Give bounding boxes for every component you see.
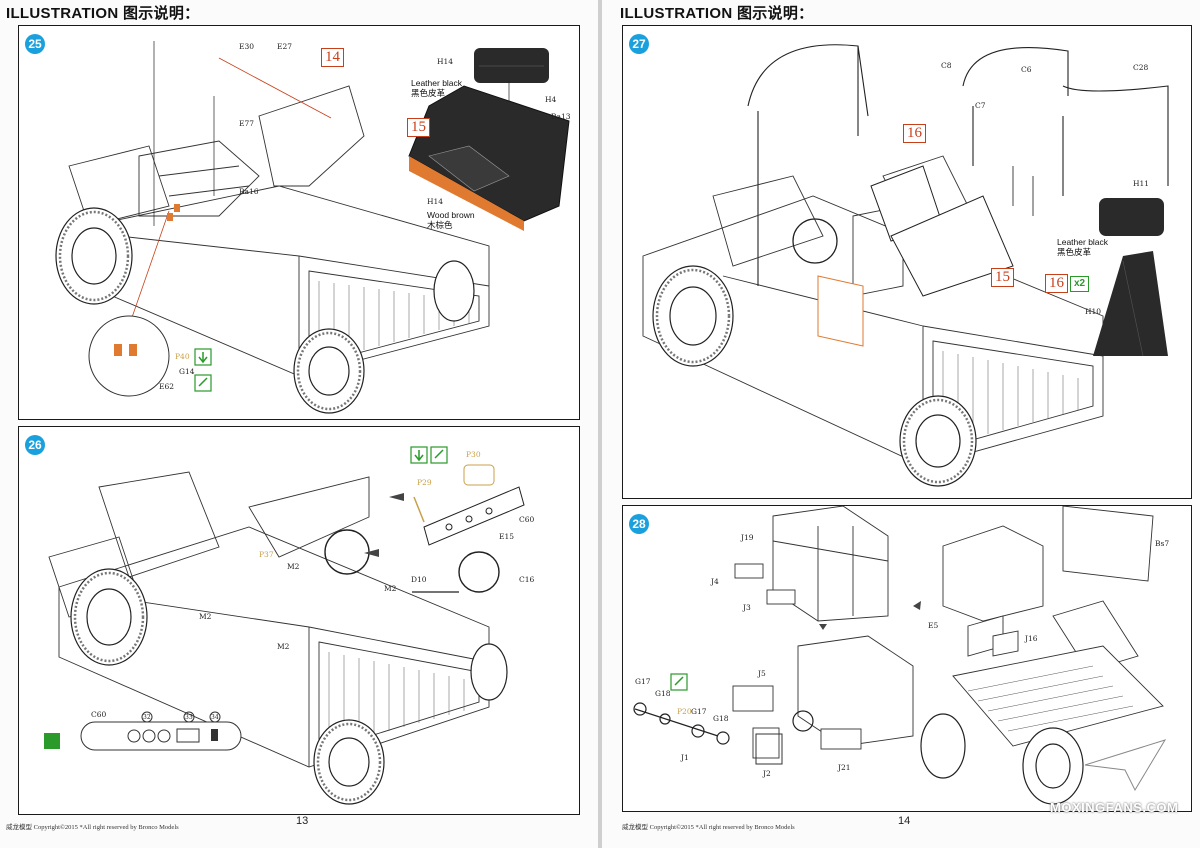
decal-number: 33 xyxy=(185,714,193,721)
page-title: ILLUSTRATION 图示说明： xyxy=(6,5,200,22)
part-label: E15 xyxy=(499,532,514,541)
right-page: ILLUSTRATION 图示说明： 27 xyxy=(602,0,1200,848)
step-28-diagram: J19 J4 J3 J5 G17 G18 P20 G17 G18 J1 J2 J… xyxy=(633,506,1169,805)
part-label: G14 xyxy=(179,367,195,376)
part-label: J1 xyxy=(680,753,689,762)
part-label: Ba16 xyxy=(239,187,259,196)
page-number: 13 xyxy=(296,815,309,827)
step-badge: 27 xyxy=(629,34,649,54)
step-badge: 28 xyxy=(629,514,649,534)
part-label: P20 xyxy=(677,707,692,716)
decal-number: 32 xyxy=(143,714,151,721)
part-label: E27 xyxy=(277,42,292,51)
part-label: C8 xyxy=(941,61,952,70)
decal-icon xyxy=(44,733,60,749)
part-label: J16 xyxy=(1024,634,1038,643)
note-wood: Wood brown 木棕色 xyxy=(427,210,475,230)
part-label: J21 xyxy=(837,763,851,772)
part-label: H14 xyxy=(437,57,453,66)
part-label: J2 xyxy=(762,769,771,778)
callout-16: 16 xyxy=(903,124,926,143)
part-label: Bs7 xyxy=(1155,539,1169,548)
part-label: G18 xyxy=(655,689,671,698)
footer-copyright: 威龙模型 Copyright©2015 *All right reserved … xyxy=(622,824,795,831)
note-leather: Leather black 黑色皮革 xyxy=(1057,237,1109,257)
part-label: P37 xyxy=(259,550,274,559)
step-26-diagram: P30 P29 C60 E15 P37 M2 M2 M2 M2 D10 C16 … xyxy=(44,446,535,805)
part-label: J3 xyxy=(742,603,751,612)
part-label: H14 xyxy=(427,197,443,206)
callout-16: 16 xyxy=(1045,274,1068,293)
part-label: M2 xyxy=(199,612,212,621)
callout-15: 15 xyxy=(407,118,430,137)
step-27-diagram: C8 C6 C28 C7 H11 H10 xyxy=(642,44,1169,487)
part-label: H4 xyxy=(545,95,557,104)
note-leather: Leather black 黑色皮革 xyxy=(411,78,463,98)
watermark-text: MOXINGFANS.COM xyxy=(1050,800,1179,815)
step-badge: 26 xyxy=(25,435,45,455)
part-label: J5 xyxy=(757,669,766,678)
footer-copyright: 威龙模型 Copyright©2015 *All right reserved … xyxy=(6,824,179,831)
part-label: C6 xyxy=(1021,65,1032,74)
part-label: D10 xyxy=(411,575,427,584)
step-badge: 25 xyxy=(25,34,45,54)
part-label: G18 xyxy=(713,714,729,723)
quantity-badge: x2 xyxy=(1070,276,1090,292)
part-label: P29 xyxy=(417,478,432,487)
part-label: M2 xyxy=(384,584,397,593)
page-title: ILLUSTRATION 图示说明： xyxy=(620,5,814,22)
part-label: P40 xyxy=(175,352,190,361)
part-label: J19 xyxy=(740,533,754,542)
part-label: E62 xyxy=(159,382,174,391)
decal-number: 34 xyxy=(211,714,219,721)
part-label: G17 xyxy=(691,707,707,716)
part-label: C60 xyxy=(91,710,107,719)
callout-15: 15 xyxy=(991,268,1014,287)
part-label: H11 xyxy=(1133,179,1149,188)
part-label: H10 xyxy=(1085,307,1101,316)
page-number: 14 xyxy=(898,815,911,827)
part-label: P30 xyxy=(466,450,481,459)
part-label: E77 xyxy=(239,119,254,128)
part-label: E30 xyxy=(239,42,254,51)
part-label: J4 xyxy=(710,577,719,586)
step-25-diagram: E30 E27 E77 Ba16 H14 H4 Ba13 H14 P40 G14… xyxy=(55,41,571,414)
watermark-plane-icon xyxy=(1084,737,1169,794)
part-label: Ba13 xyxy=(551,112,571,121)
step-27-panel: 27 xyxy=(622,25,1192,499)
left-page: ILLUSTRATION 图示说明： 25 xyxy=(0,0,598,848)
part-label: C16 xyxy=(519,575,535,584)
page-gutter xyxy=(598,0,602,848)
callout-14: 14 xyxy=(321,48,344,67)
step-25-panel: 25 xyxy=(18,25,580,420)
part-label: C60 xyxy=(519,515,535,524)
part-label: C7 xyxy=(975,101,986,110)
part-label: G17 xyxy=(635,677,651,686)
step-26-panel: 26 xyxy=(18,426,580,815)
part-label: E5 xyxy=(928,621,938,630)
part-label: M2 xyxy=(277,642,290,651)
part-label: C28 xyxy=(1133,63,1149,72)
part-label: M2 xyxy=(287,562,300,571)
